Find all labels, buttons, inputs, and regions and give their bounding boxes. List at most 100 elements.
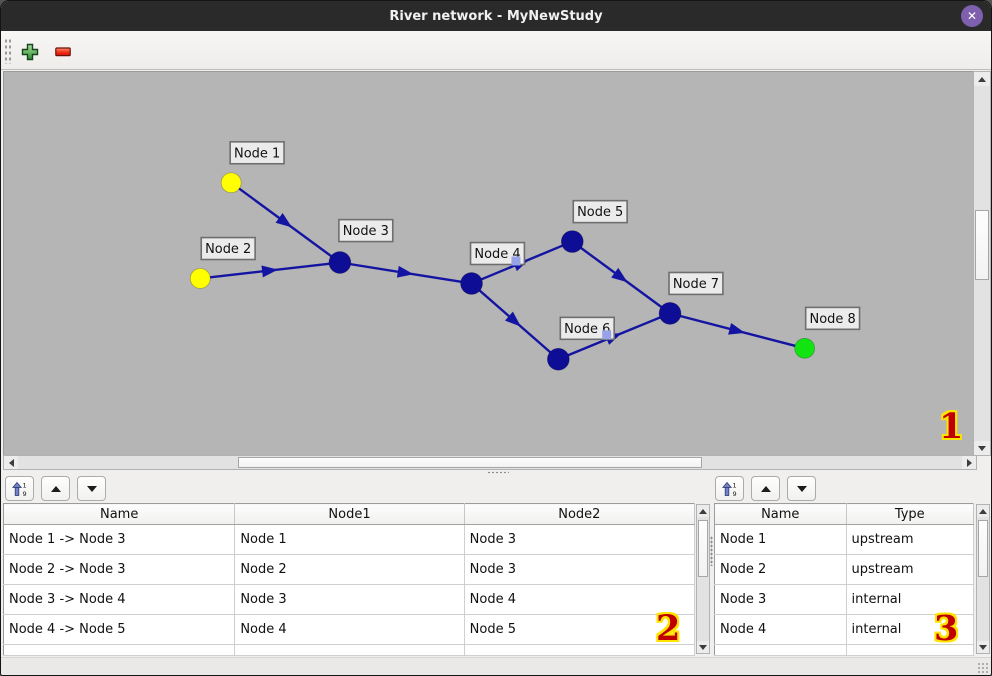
node-node-8[interactable] [794, 337, 816, 359]
remove-button[interactable] [51, 40, 75, 64]
cell[interactable]: Node 3 -> Node 4 [3, 584, 236, 615]
cell[interactable]: Node 4 [234, 614, 465, 645]
scrollbar-thumb[interactable] [975, 210, 989, 280]
cell[interactable]: Node 3 [464, 524, 696, 555]
node-label-node-2[interactable]: Node 2 [200, 236, 256, 261]
cell[interactable]: internal [846, 584, 974, 615]
svg-text:Node 3: Node 3 [343, 224, 389, 239]
cell[interactable]: Node 4 -> Node 5 [3, 614, 236, 645]
cell[interactable]: Node 1 [714, 524, 847, 555]
cell[interactable]: Node 4 [464, 584, 696, 615]
node-label-node-3[interactable]: Node 3 [338, 218, 394, 243]
cell[interactable]: Node 3 [464, 554, 696, 585]
cell[interactable]: Node 2 [714, 554, 847, 585]
node-node-1[interactable] [220, 172, 242, 194]
scrollbar-thumb[interactable] [698, 520, 708, 577]
selection-highlight [511, 256, 521, 266]
canvas-vertical-scrollbar[interactable] [973, 71, 991, 456]
scrollbar-thumb[interactable] [978, 520, 988, 577]
cell[interactable]: upstream [846, 554, 974, 585]
add-button[interactable] [18, 40, 42, 64]
node-label-node-6[interactable]: Node 6 [559, 316, 615, 341]
node-label-node-7[interactable]: Node 7 [668, 271, 724, 296]
cell[interactable]: Node 2 -> Node 3 [3, 554, 236, 585]
column-header[interactable]: Node1 [234, 503, 465, 525]
nodes-table-scrollbar[interactable] [976, 504, 990, 654]
links-move-up-button[interactable] [41, 476, 70, 501]
river-network-canvas[interactable]: Node 1 Node 2 Node 3 Node 4 Node 5 Node 6 Node… [3, 71, 973, 456]
close-icon: ✕ [966, 9, 978, 23]
selection-highlight [602, 330, 612, 340]
scroll-down-button[interactable] [974, 441, 990, 455]
links-sort-button[interactable]: 1 9 [5, 476, 34, 501]
node-node-7[interactable] [658, 302, 682, 325]
cell[interactable]: Node 3 [234, 584, 465, 615]
cell[interactable]: Node 1 [234, 524, 465, 555]
node-node-3[interactable] [328, 251, 352, 274]
links-table-scrollbar[interactable] [696, 504, 710, 654]
nodes-move-up-button[interactable] [751, 476, 780, 501]
arrow-down-icon [978, 445, 986, 451]
horizontal-splitter[interactable] [1, 470, 991, 475]
title-bar[interactable]: River network - MyNewStudy ✕ [1, 1, 991, 31]
column-header[interactable]: Type [846, 503, 974, 525]
cell[interactable]: Node 3 [714, 584, 847, 615]
column-header[interactable]: Name [3, 503, 236, 525]
window-title: River network - MyNewStudy [389, 8, 603, 24]
links-move-down-button[interactable] [77, 476, 106, 501]
cell[interactable]: upstream [846, 524, 974, 555]
arrow-up-icon [699, 508, 707, 514]
splitter-grip-icon [487, 471, 509, 474]
scroll-down-button[interactable] [977, 641, 989, 653]
scroll-up-button[interactable] [974, 72, 990, 86]
empty-row [3, 644, 696, 656]
resize-grip-icon[interactable] [977, 662, 989, 674]
column-header[interactable]: Node2 [464, 503, 696, 525]
cell[interactable]: Node 1 -> Node 3 [3, 524, 236, 555]
close-button[interactable]: ✕ [961, 5, 983, 27]
vertical-splitter[interactable] [710, 504, 714, 654]
node-label-node-5[interactable]: Node 5 [572, 199, 628, 224]
node-node-4[interactable] [460, 272, 483, 295]
scrollbar-thumb[interactable] [238, 457, 702, 468]
scroll-up-button[interactable] [977, 505, 989, 517]
nodes-sort-button[interactable]: 1 9 [715, 476, 744, 501]
node-node-6[interactable] [546, 347, 570, 371]
scroll-right-button[interactable] [962, 456, 976, 469]
edge-arrow-icon [611, 267, 628, 283]
cell[interactable]: internal [846, 614, 974, 645]
cell[interactable]: Node 4 [714, 614, 847, 645]
arrow-up-icon [979, 508, 987, 514]
scroll-up-button[interactable] [697, 505, 709, 517]
node-node-2[interactable] [189, 268, 211, 289]
node-node-5[interactable] [560, 230, 584, 253]
toolbar-drag-handle-icon[interactable] [4, 38, 11, 64]
scroll-left-button[interactable] [4, 456, 18, 469]
svg-text:Node 8: Node 8 [810, 312, 856, 327]
cell [464, 644, 696, 656]
cell[interactable]: Node 5 [464, 614, 696, 645]
canvas-horizontal-scrollbar[interactable] [3, 455, 977, 470]
svg-text:Node 2: Node 2 [205, 242, 251, 257]
node-label-node-4[interactable]: Node 4 [469, 241, 526, 266]
nodes-move-down-button[interactable] [787, 476, 816, 501]
cell[interactable]: Node 2 [234, 554, 465, 585]
node-label-node-1[interactable]: Node 1 [229, 141, 285, 165]
column-header[interactable]: Name [714, 503, 847, 525]
scroll-down-button[interactable] [697, 641, 709, 653]
node-label-node-8[interactable]: Node 8 [804, 306, 861, 331]
cell [3, 644, 236, 656]
